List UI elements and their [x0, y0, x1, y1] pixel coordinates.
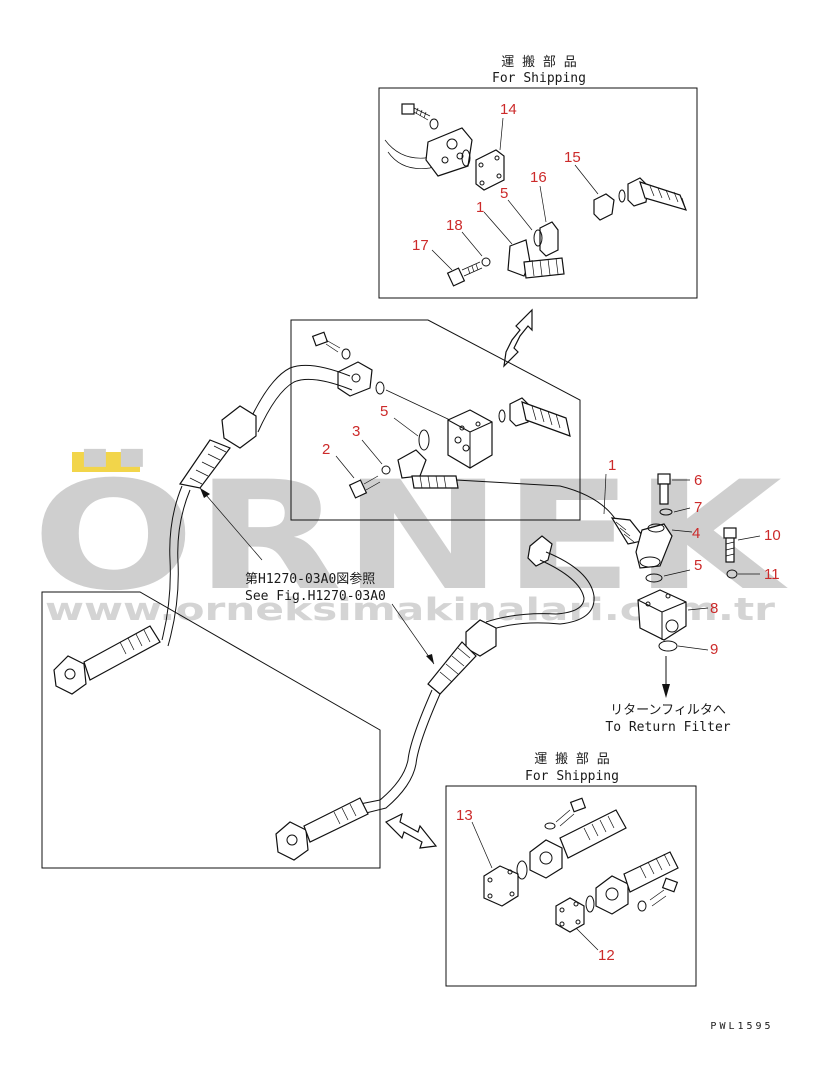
part-num-7: 7 [694, 499, 702, 516]
part-num-9: 9 [710, 641, 718, 658]
top-hose-right [639, 181, 688, 211]
watermark-umlaut-right [110, 452, 140, 472]
bottom-shipping-en-label: For Shipping [525, 769, 619, 784]
part-16-plate [539, 221, 559, 257]
bottom-flange-lower [595, 875, 629, 915]
part-num-15: 15 [564, 149, 581, 166]
part-17-bolt [446, 267, 466, 287]
part-num-2: 2 [322, 441, 330, 458]
part-num-4: 4 [692, 525, 700, 542]
part-10-bolt-head [723, 527, 737, 539]
middle-hose-right [521, 401, 571, 437]
part-num-12: 12 [598, 947, 615, 964]
part-num-17: 17 [412, 237, 429, 254]
top-pipe-left [384, 139, 447, 169]
right-cluster: 1 4 6 7 5 10 11 8 [603, 457, 781, 735]
part-12-plate [555, 897, 585, 933]
double-arrow-bottom [384, 812, 438, 849]
part-4-elbow [635, 523, 673, 569]
part-num-18: 18 [446, 217, 463, 234]
s-pipe-flange-top [527, 535, 553, 567]
bottom-shipping-jp-label: 運 搬 部 品 [534, 752, 609, 767]
part-11-washer [726, 569, 738, 579]
upper-pipe-a [249, 364, 351, 421]
part-num-5-mid: 5 [380, 403, 388, 420]
top-bolt-head [401, 103, 415, 115]
top-hose-hatch [649, 185, 687, 211]
part-5-oring-mid [418, 429, 430, 451]
part-1-elbow-mid [397, 449, 427, 479]
part-15-cover [593, 193, 615, 221]
top-bolt-thread [413, 107, 431, 121]
part-num-5-right: 5 [694, 557, 702, 574]
return-filter-jp-label: リターンフィルタへ [610, 703, 726, 718]
see-fig-en-label: See Fig.H1270-03A0 [245, 589, 386, 604]
left-flange-top [53, 655, 87, 695]
bottom-hose-top [559, 809, 627, 859]
upper-flange [221, 405, 257, 449]
bottom-hose-lower [623, 851, 679, 893]
see-fig-jp-label: 第H1270-03A0図参照 [245, 571, 375, 587]
middle-flange [337, 361, 373, 397]
top-oring [461, 149, 471, 167]
top-washer [429, 118, 439, 130]
left-hose-top [83, 625, 161, 681]
part-num-1-right: 1 [608, 457, 616, 474]
part-num-11: 11 [764, 566, 780, 583]
drawing-code: PWL1595 [710, 1021, 773, 1032]
part-6-bolt-shank [659, 483, 669, 505]
part-num-13: 13 [456, 807, 473, 824]
top-flange-hole [446, 138, 458, 150]
left-hose-bottom [303, 797, 369, 843]
part-9-oring [658, 640, 678, 652]
part-num-1-top: 1 [476, 199, 484, 216]
pipe-to-part-1 [455, 479, 617, 521]
top-shipping-en-label: For Shipping [492, 71, 586, 86]
middle-detail-frame [290, 319, 581, 521]
return-filter-en-label: To Return Filter [605, 720, 730, 735]
part-5-oring-top [533, 229, 543, 247]
part-num-10: 10 [764, 527, 781, 544]
part-6-bolt-head [657, 473, 671, 485]
part-3-washer [381, 465, 391, 475]
bottom-shipping-group: 運 搬 部 品 For Shipping 13 12 [445, 752, 697, 987]
part-num-16: 16 [530, 169, 547, 186]
left-detail-group [41, 591, 381, 869]
part-13-cover [483, 865, 519, 907]
part-1-hose-top [523, 257, 565, 279]
top-flange-left [425, 127, 473, 177]
main-pipes [161, 364, 648, 815]
left-flange-bottom [275, 821, 309, 861]
see-fig-leaders: 第H1270-03A0図参照 See Fig.H1270-03A0 [199, 487, 435, 665]
part-num-14: 14 [500, 101, 517, 118]
middle-detail-group: 5 3 2 [290, 319, 581, 521]
part-7-washer [659, 508, 673, 516]
part-18-washer [481, 257, 491, 267]
s-pipe-hose [427, 641, 477, 695]
part-num-5-top: 5 [500, 185, 508, 202]
bottom-flange-top [529, 839, 563, 879]
part-5-oring-right [645, 573, 663, 583]
top-shipping-group: 運 搬 部 品 For Shipping 14 15 16 [378, 55, 698, 299]
part-num-3: 3 [352, 423, 360, 440]
left-detail-frame [41, 591, 381, 869]
part-num-8: 8 [710, 600, 718, 617]
part-2-bolt [348, 479, 368, 499]
bottom-shipping-frame [445, 785, 697, 987]
top-shipping-jp-label: 運 搬 部 品 [501, 55, 576, 70]
part-num-6: 6 [694, 472, 702, 489]
double-arrow-top [503, 308, 533, 368]
top-shipping-frame [378, 87, 698, 299]
